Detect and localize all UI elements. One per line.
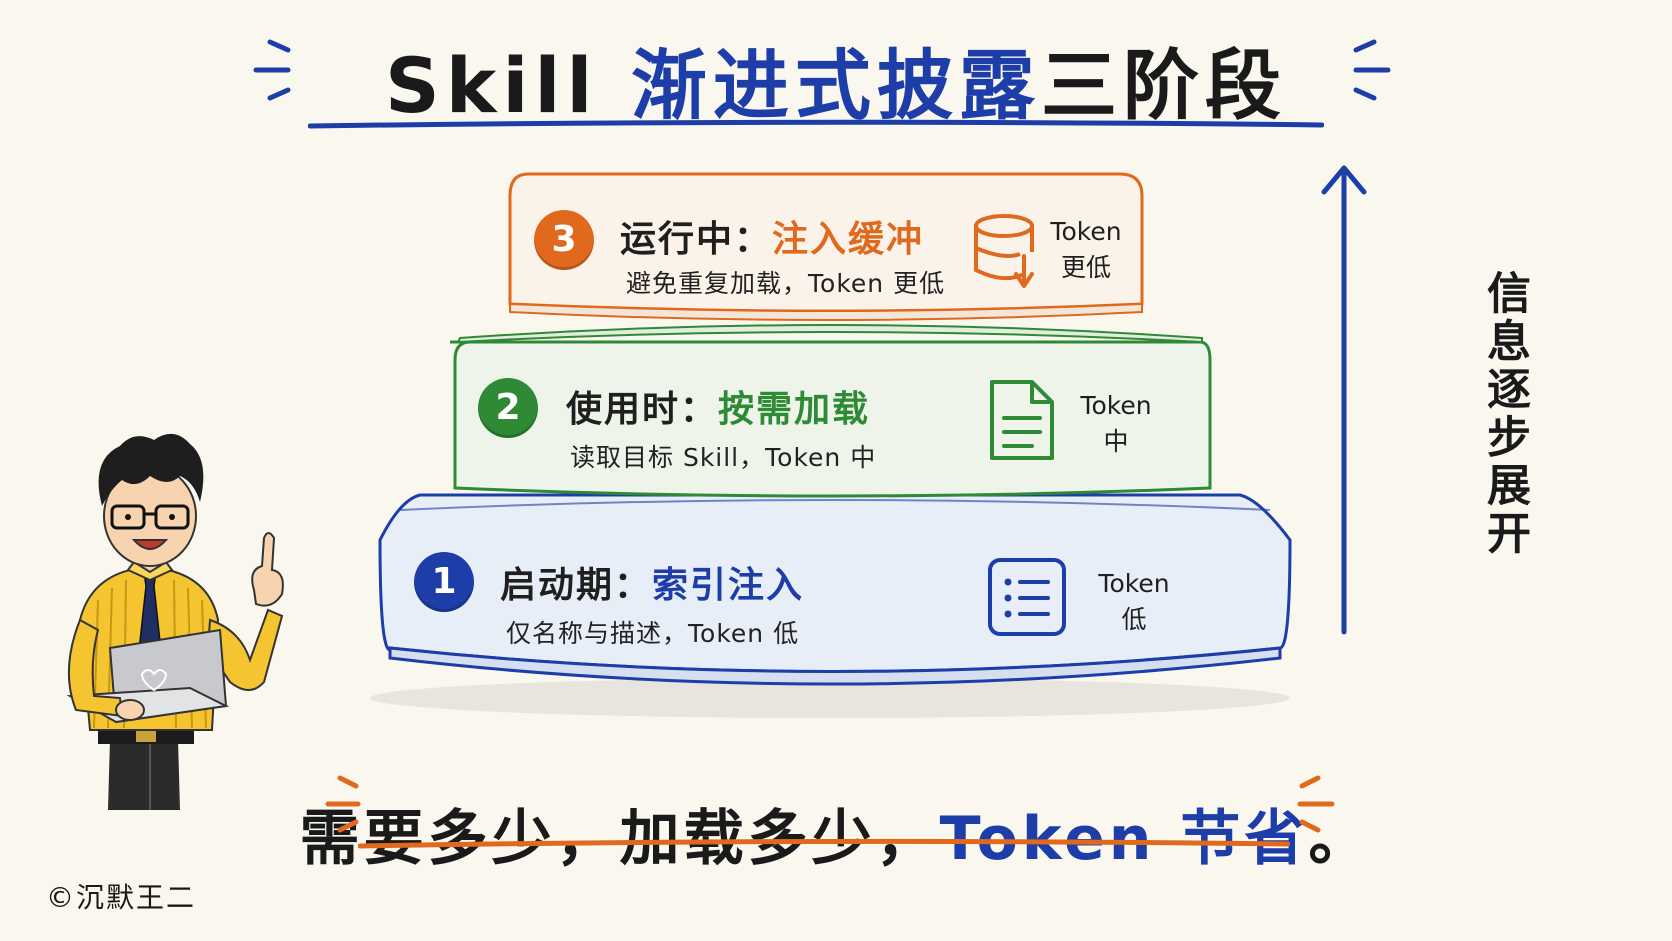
bottom-right-sparkle-icon [1297, 775, 1335, 833]
tier-1-badge: 1 [414, 552, 474, 612]
bottom-left-sparkle-icon [325, 775, 361, 833]
tier-1-token-label: Token [1098, 569, 1170, 598]
list-icon [988, 558, 1066, 636]
tier-1-description: 仅名称与描述，Token 低 [506, 619, 800, 648]
tier-2-heading: 使用时：按需加载 [566, 380, 870, 432]
bottom-slogan-token-saving: Token 节省 [939, 804, 1309, 874]
title-progressive-disclosure: 渐进式披露 [630, 41, 1041, 130]
bottom-slogan-period: 。 [1308, 804, 1373, 874]
tier-2-token-label: Token [1080, 391, 1152, 420]
title-underline [308, 119, 1324, 129]
tier-3-token-level: 更低 [1060, 253, 1111, 282]
tier-2-description: 读取目标 Skill，Token 中 [570, 443, 877, 472]
tier-2-token-level: 中 [1103, 427, 1129, 456]
page-title: Skill 渐进式披露三阶段 [0, 24, 1672, 134]
tier-3-token-label: Token [1050, 217, 1122, 246]
tier-1-token: Token 低 [1094, 566, 1174, 638]
copyright-text: ©沉默王二 [46, 881, 197, 914]
tier-2-action: 按需加载 [718, 389, 871, 430]
title-left-sparkle-icon [253, 39, 291, 101]
title-three-stages: 三阶段 [1040, 41, 1287, 130]
bottom-slogan: 需要多少，加载多少，Token 节省。 [0, 790, 1672, 877]
info-unfolds-label: 信息逐步展开 [1479, 270, 1530, 558]
document-icon [990, 380, 1054, 460]
tier-3-stage: 运行中： [620, 219, 773, 260]
tier-3-badge: 3 [534, 210, 594, 270]
tier-1-heading: 启动期：索引注入 [500, 556, 804, 608]
tier-2-badge: 2 [478, 378, 538, 438]
tier-3-description: 避免重复加载，Token 更低 [626, 269, 946, 298]
tier-1-stage: 启动期： [500, 565, 653, 606]
tier-3-heading: 运行中：注入缓冲 [620, 210, 924, 262]
bottom-underline [358, 838, 1290, 849]
database-download-icon [974, 214, 1034, 288]
title-right-sparkle-icon [1353, 39, 1391, 101]
title-skill: Skill [385, 41, 631, 130]
tier-2-stage: 使用时： [566, 389, 719, 430]
tier-1-action: 索引注入 [652, 565, 805, 606]
tier-1-token-level: 低 [1121, 605, 1147, 634]
tier-3-action: 注入缓冲 [772, 219, 925, 260]
tier-3-block [508, 172, 1144, 321]
presenter-character [66, 433, 284, 810]
tier-3-token: Token 更低 [1046, 214, 1126, 286]
tier-2-token: Token 中 [1076, 388, 1156, 460]
up-arrow-icon [1321, 165, 1367, 635]
